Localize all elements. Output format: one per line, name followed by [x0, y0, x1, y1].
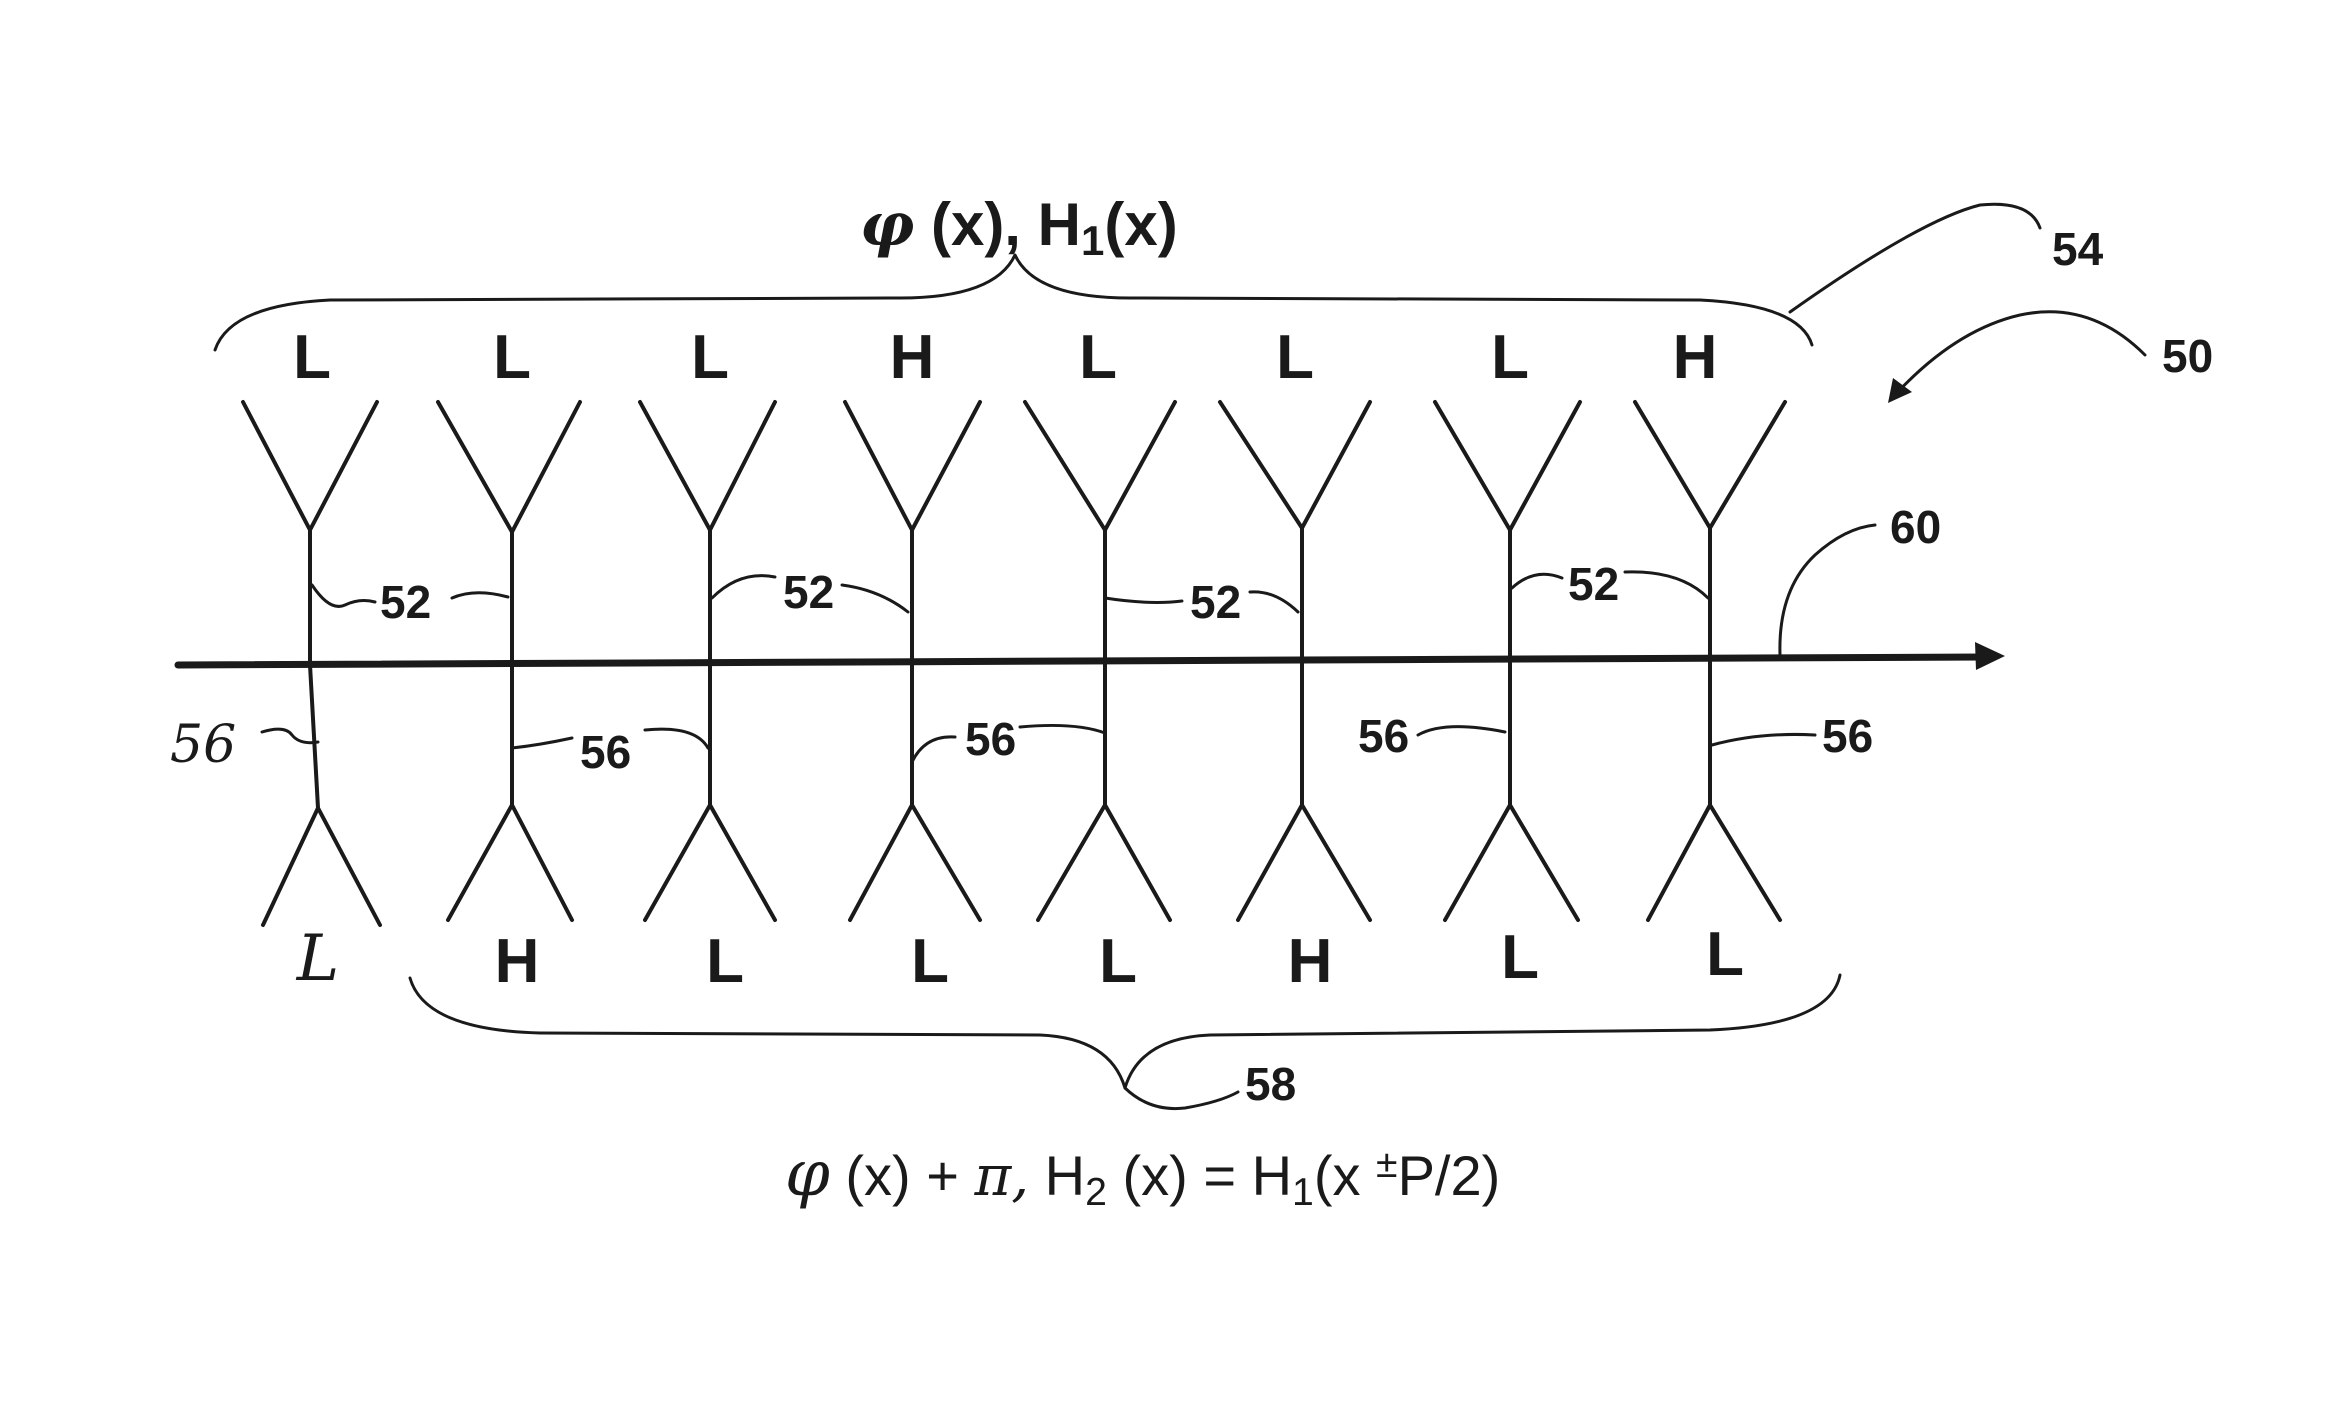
top-formula: φ (x), H1(x) [860, 190, 1178, 264]
leader-60 [1780, 525, 1875, 655]
ref-58: 58 [1245, 1058, 1296, 1110]
leaders-52 [312, 572, 1708, 612]
top-labels: L L L H L L L H [293, 323, 1717, 392]
bottom-label: L [1501, 923, 1539, 992]
bottom-formula: φ (x) + π, H2 (x) = H1(x ±P/2) [785, 1137, 1500, 1214]
leader-54 [1790, 204, 2040, 312]
ref-54: 54 [2052, 223, 2104, 275]
ref-52: 52 [1190, 576, 1241, 628]
axis-line [178, 657, 1985, 665]
ref-52: 52 [1568, 558, 1619, 610]
ref-56: 56 [1358, 710, 1409, 762]
top-label: H [1673, 323, 1718, 392]
axis-arrowhead [1975, 642, 2005, 670]
ref-52: 52 [783, 566, 834, 618]
leader-58 [1125, 1088, 1238, 1109]
top-label: L [293, 323, 331, 392]
ref-52: 52 [380, 576, 431, 628]
bottom-label: L [1099, 927, 1137, 996]
top-label: H [890, 323, 935, 392]
bottom-labels: L H L L L H L L [296, 920, 1744, 996]
ref-50: 50 [2162, 330, 2213, 382]
leaders-56 [262, 725, 1815, 762]
ref-56: 56 [580, 726, 631, 778]
top-label: L [493, 323, 531, 392]
top-label: L [1079, 323, 1117, 392]
bottom-label: L [706, 927, 744, 996]
bottom-label: H [1288, 927, 1333, 996]
leader-50 [1895, 312, 2145, 395]
ref-60: 60 [1890, 501, 1941, 553]
ref-56: 56 [965, 713, 1016, 765]
bottom-label: H [495, 927, 540, 996]
bottom-label: L [1706, 920, 1744, 989]
bottom-label: L [911, 927, 949, 996]
top-label: L [1276, 323, 1314, 392]
bottom-label-handwritten: L [296, 922, 340, 996]
top-brace [215, 255, 1812, 350]
top-label: L [1491, 323, 1529, 392]
top-label: L [691, 323, 729, 392]
ref-56-handwritten: 56 [170, 715, 236, 775]
ref-56: 56 [1822, 710, 1873, 762]
